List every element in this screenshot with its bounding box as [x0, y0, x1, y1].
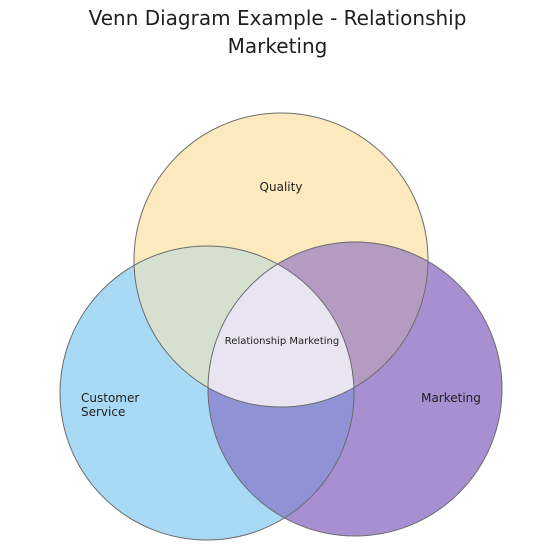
customer-service-outline	[59, 245, 355, 541]
center-label: Relationship Marketing	[225, 336, 339, 347]
quality-outline	[133, 112, 429, 408]
quality-label: Quality	[260, 180, 303, 194]
title-line-2: Marketing	[227, 34, 328, 58]
center-overlap	[208, 246, 354, 407]
marketing-outline	[207, 241, 503, 537]
diagram-title: Venn Diagram Example - Relationship Mark…	[0, 4, 555, 60]
customer-service-label-line-2: Service	[81, 405, 125, 419]
title-line-1: Venn Diagram Example - Relationship	[88, 6, 467, 30]
customer-service-label-line-1: Customer	[81, 391, 139, 405]
marketing-label: Marketing	[421, 391, 481, 405]
